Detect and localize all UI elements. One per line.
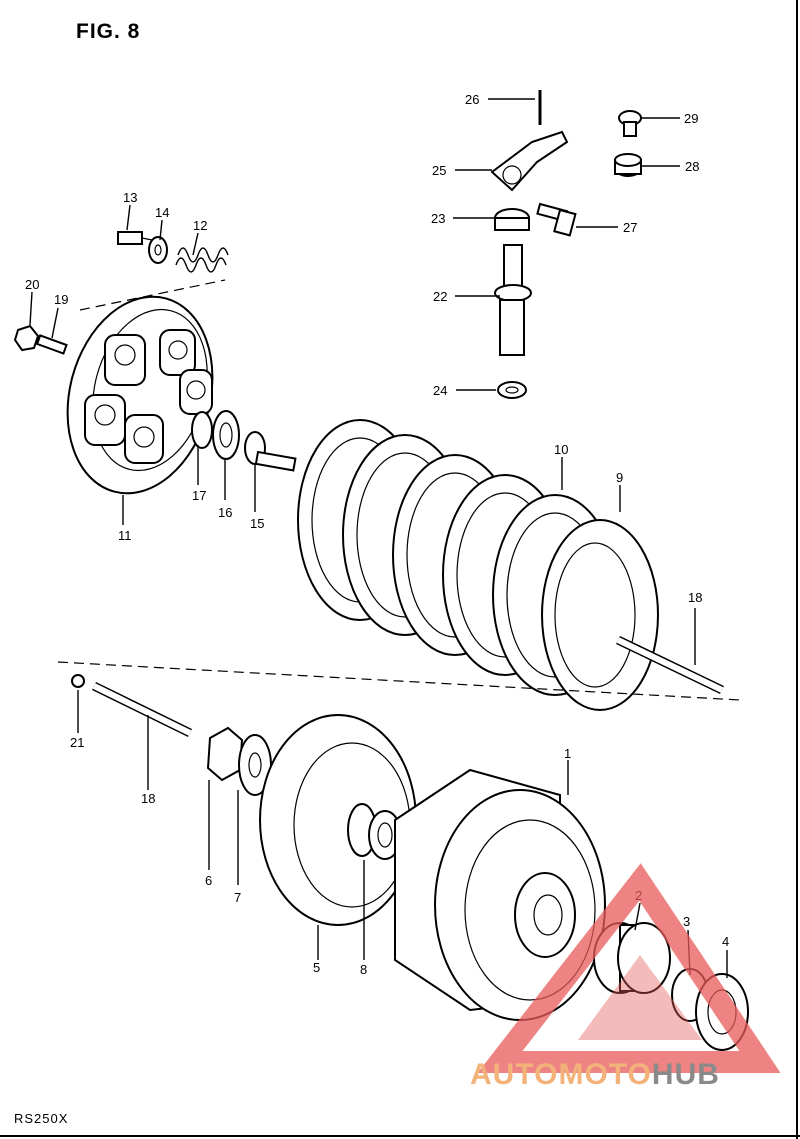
callout-28: 28 <box>685 159 699 174</box>
washer-24 <box>497 381 527 399</box>
callout-5: 5 <box>313 960 320 975</box>
spacer-28 <box>614 153 642 177</box>
push-piece-15 <box>244 431 297 472</box>
figure-title: FIG. 8 <box>76 20 141 43</box>
watermark-text-a: AUTOMOTO <box>470 1058 652 1091</box>
callout-26: 26 <box>465 92 479 107</box>
watermark-logo <box>477 863 781 1073</box>
callout-18-right: 18 <box>688 590 702 605</box>
callout-13: 13 <box>123 190 137 205</box>
leader-lines <box>29 98 728 978</box>
callout-12: 12 <box>193 218 207 233</box>
bearing-16 <box>212 410 240 460</box>
callout-29: 29 <box>684 111 698 126</box>
nut-6 <box>206 726 244 782</box>
push-rod-18-right <box>616 635 724 695</box>
callout-27: 27 <box>623 220 637 235</box>
callout-20: 20 <box>25 277 39 292</box>
callout-4: 4 <box>722 934 729 949</box>
callout-numbers: 1 2 3 4 5 6 7 8 9 10 11 12 13 14 15 16 1… <box>25 92 729 977</box>
callout-19: 19 <box>54 292 68 307</box>
washer-14 <box>148 236 168 264</box>
watermark-text-b: HUB <box>651 1058 720 1091</box>
callout-7: 7 <box>234 890 241 905</box>
push-rod-18-left <box>92 681 192 738</box>
nut-20 <box>13 324 40 352</box>
bolt-19 <box>35 334 68 355</box>
callout-3: 3 <box>683 914 690 929</box>
pressure-plate-11 <box>66 295 214 495</box>
callout-23: 23 <box>431 211 445 226</box>
callout-6: 6 <box>205 873 212 888</box>
bolt-13 <box>117 231 153 245</box>
model-code: RS250X <box>14 1111 69 1126</box>
washer-17 <box>191 411 213 449</box>
callout-17: 17 <box>192 488 206 503</box>
bolt-27 <box>536 202 577 237</box>
callout-16: 16 <box>218 505 232 520</box>
callout-24: 24 <box>433 383 447 398</box>
screw-29 <box>618 110 642 137</box>
watermark-text: AUTOMOTOHUB <box>470 1058 720 1092</box>
washer-7 <box>238 734 272 796</box>
callout-22: 22 <box>433 289 447 304</box>
clutch-housing-1 <box>394 768 606 1021</box>
release-shaft-22 <box>494 244 532 356</box>
release-arm-25 <box>490 130 569 192</box>
ball-21 <box>71 674 85 688</box>
bearing-23 <box>494 208 530 231</box>
callout-9: 9 <box>616 470 623 485</box>
spacer-8 <box>368 810 402 860</box>
callout-1: 1 <box>564 746 571 761</box>
callout-14: 14 <box>155 205 169 220</box>
callout-8: 8 <box>360 962 367 977</box>
callout-11: 11 <box>118 528 132 543</box>
clutch-plates-9-10 <box>297 419 659 711</box>
callout-21: 21 <box>70 735 84 750</box>
needle-bearing-2 <box>593 922 671 994</box>
callout-18-left: 18 <box>141 791 155 806</box>
callout-15: 15 <box>250 516 264 531</box>
callout-25: 25 <box>432 163 446 178</box>
callout-10: 10 <box>554 442 568 457</box>
spring-12 <box>175 247 229 273</box>
clutch-hub-5 <box>259 714 417 926</box>
